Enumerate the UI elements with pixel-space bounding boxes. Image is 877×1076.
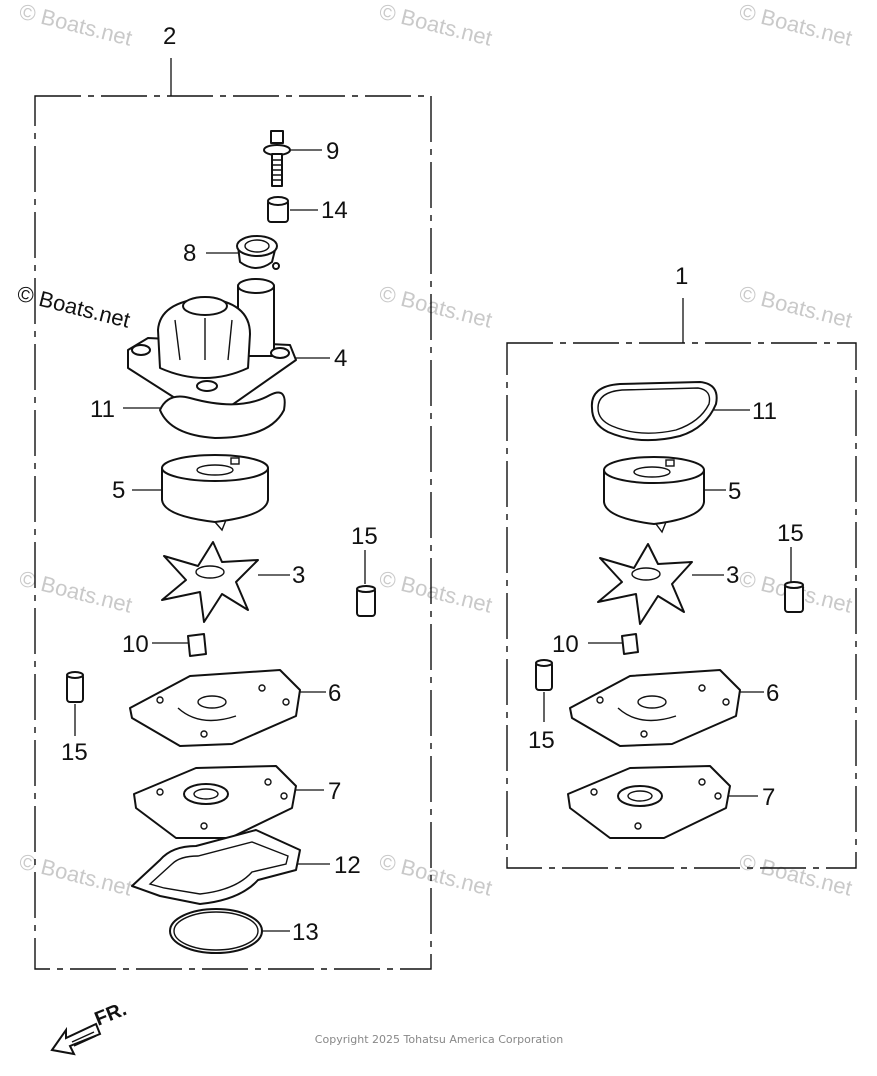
callout-10: 10 bbox=[552, 631, 579, 658]
plate-gasket-part bbox=[133, 765, 297, 839]
key-part bbox=[621, 633, 639, 655]
liner-plate-part bbox=[129, 669, 301, 747]
kit-number-label: 1 bbox=[675, 263, 688, 290]
callout-11: 11 bbox=[752, 398, 777, 425]
callout-10: 10 bbox=[122, 631, 149, 658]
front-direction-indicator: FR. bbox=[50, 998, 130, 1056]
watermark-text: © Boats.net bbox=[17, 0, 135, 51]
callout-6: 6 bbox=[766, 680, 779, 707]
kit-1-group: 1 11 5 15 3 bbox=[506, 263, 857, 869]
watermarks: © Boats.net © Boats.net © Boats.net © Bo… bbox=[15, 0, 855, 901]
callout-12: 12 bbox=[334, 852, 361, 879]
dowel-pin-part bbox=[784, 581, 804, 613]
callout-5: 5 bbox=[112, 477, 125, 504]
front-label: FR. bbox=[92, 998, 130, 1030]
callout-14: 14 bbox=[321, 197, 348, 224]
callout-11: 11 bbox=[90, 396, 115, 423]
callout-15-lower: 15 bbox=[61, 739, 88, 766]
gasket-ring-part bbox=[590, 381, 718, 442]
callout-4: 4 bbox=[334, 345, 347, 372]
key-part bbox=[187, 633, 207, 657]
insert-cartridge-part bbox=[603, 456, 705, 534]
watermark-text: © Boats.net bbox=[377, 0, 495, 51]
dowel-pin-part bbox=[356, 585, 376, 617]
kit-2-group: 2 9 14 8 bbox=[34, 23, 432, 970]
impeller-part bbox=[161, 541, 259, 623]
pump-case-part bbox=[127, 278, 297, 415]
callout-3: 3 bbox=[292, 562, 305, 589]
insert-cartridge-part bbox=[161, 454, 269, 532]
dowel-pin-part bbox=[535, 659, 553, 691]
watermark-text: © Boats.net bbox=[737, 849, 855, 901]
liner-plate-part bbox=[569, 669, 741, 747]
kit-2-boundary bbox=[34, 95, 432, 970]
arrow-icon bbox=[50, 1022, 102, 1056]
callout-7: 7 bbox=[328, 778, 341, 805]
watermark-text: © Boats.net bbox=[377, 849, 495, 901]
gasket-ring-part bbox=[159, 391, 286, 439]
callout-9: 9 bbox=[326, 138, 339, 165]
callout-15-upper: 15 bbox=[777, 520, 804, 547]
outer-gasket-part bbox=[131, 829, 301, 905]
plate-gasket-part bbox=[567, 765, 731, 839]
kit-1-boundary bbox=[506, 342, 857, 869]
callout-3: 3 bbox=[726, 562, 739, 589]
callout-15-upper: 15 bbox=[351, 523, 378, 550]
kit-number-label: 2 bbox=[163, 23, 176, 50]
callout-7: 7 bbox=[762, 784, 775, 811]
copyright-text: Copyright 2025 Tohatsu America Corporati… bbox=[315, 1033, 563, 1046]
watermark-text: © Boats.net bbox=[377, 566, 495, 618]
dowel-pin-part bbox=[66, 671, 84, 703]
watermark-text: © Boats.net bbox=[15, 281, 133, 333]
o-ring-part bbox=[169, 908, 263, 954]
callout-13: 13 bbox=[292, 919, 319, 946]
callout-8: 8 bbox=[183, 240, 196, 267]
watermark-text: © Boats.net bbox=[377, 281, 495, 333]
watermark-text: © Boats.net bbox=[737, 281, 855, 333]
collar-part bbox=[267, 196, 289, 223]
grommet-part bbox=[236, 235, 280, 270]
callout-15-lower: 15 bbox=[528, 727, 555, 754]
callout-6: 6 bbox=[328, 680, 341, 707]
impeller-part bbox=[597, 543, 693, 625]
watermark-text: © Boats.net bbox=[737, 0, 855, 51]
callout-5: 5 bbox=[728, 478, 741, 505]
bolt-part bbox=[263, 130, 291, 187]
